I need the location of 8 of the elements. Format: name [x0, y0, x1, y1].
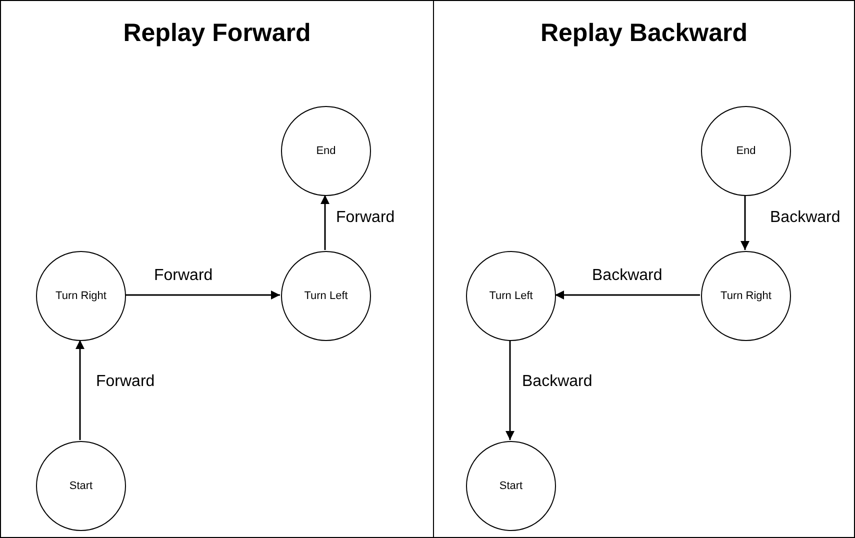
- arrow: [76, 340, 84, 440]
- arrow: [506, 340, 514, 440]
- arrow: [320, 195, 330, 250]
- arrow: [125, 290, 280, 300]
- panel-title: Replay Backward: [539, 18, 749, 49]
- panel-title: Replay Forward: [122, 18, 312, 49]
- arrow: [740, 195, 750, 250]
- arrow: [555, 290, 700, 300]
